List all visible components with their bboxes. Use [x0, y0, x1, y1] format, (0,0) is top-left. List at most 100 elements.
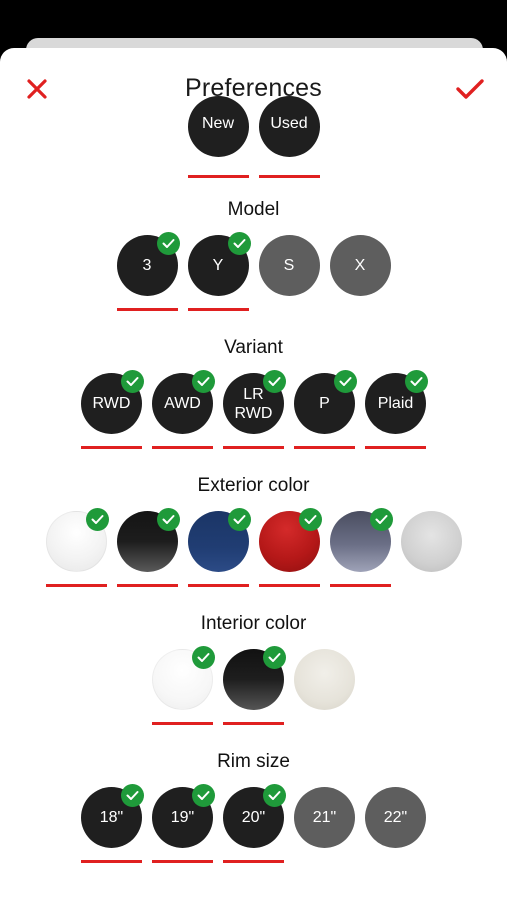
option-label: New [201, 115, 234, 132]
model-option-s[interactable]: S [258, 235, 320, 315]
page-title: Preferences [185, 74, 322, 102]
option-label: RWD [92, 395, 131, 412]
underline-indicator [187, 175, 249, 178]
close-icon [27, 79, 47, 99]
variant-option-lr-rwd[interactable]: LR RWD [223, 370, 286, 453]
option-label: Y [212, 257, 224, 274]
underline-indicator [116, 584, 178, 587]
underline-indicator [152, 722, 213, 725]
condition-option-used[interactable]: Used [258, 96, 320, 182]
selected-check-icon [369, 508, 393, 531]
variant-option-plaid[interactable]: Plaid [365, 370, 428, 453]
selected-check-icon [156, 508, 180, 531]
selected-check-icon [263, 370, 286, 393]
underline-indicator [152, 446, 213, 449]
option-label: P [319, 395, 330, 412]
option-label: Plaid [377, 395, 414, 412]
option-chip: 19" [152, 787, 213, 848]
option-label: AWD [164, 395, 201, 412]
option-label: Used [270, 115, 308, 132]
selected-check-icon [334, 370, 357, 393]
underline-indicator [223, 446, 284, 449]
section-label: Variant [224, 337, 283, 358]
variant-option-rwd[interactable]: RWD [81, 370, 144, 453]
color-swatch [400, 511, 462, 572]
selected-check-icon [192, 370, 215, 393]
exterior-swatch-blue[interactable] [187, 508, 251, 591]
exterior-color-row [0, 508, 507, 591]
option-chip: New [187, 96, 249, 157]
underline-indicator [294, 446, 355, 449]
underline-indicator [329, 584, 391, 587]
underline-indicator [116, 308, 178, 311]
underline-indicator [152, 860, 213, 863]
rim-option-19[interactable]: 19" [152, 784, 215, 867]
selected-check-icon [192, 784, 215, 807]
model-option-3[interactable]: 3 [116, 232, 180, 315]
exterior-swatch-midnight-silver[interactable] [329, 508, 393, 591]
condition-option-new[interactable]: New [187, 96, 249, 182]
selected-check-icon [298, 508, 322, 531]
interior-swatch-black[interactable] [223, 646, 286, 729]
exterior-swatch-white[interactable] [45, 508, 109, 591]
underline-indicator [81, 446, 142, 449]
color-swatch [294, 649, 355, 710]
option-label: 20" [241, 809, 266, 826]
interior-swatch-cream[interactable] [294, 649, 355, 729]
exterior-swatch-silver[interactable] [400, 511, 462, 591]
underline-indicator [187, 308, 249, 311]
underline-indicator [81, 860, 142, 863]
option-label: 18" [99, 809, 124, 826]
rim-option-22[interactable]: 22" [365, 787, 426, 867]
option-chip: Used [258, 96, 320, 157]
selected-check-icon [156, 232, 180, 255]
selected-check-icon [405, 370, 428, 393]
section-label: Interior color [200, 613, 307, 634]
selected-check-icon [121, 370, 144, 393]
preferences-sheet: Preferences New Used Model [0, 48, 507, 900]
selected-check-icon [263, 646, 286, 669]
option-chip: 18" [81, 787, 142, 848]
interior-color-row [0, 646, 507, 729]
rim-option-20[interactable]: 20" [223, 784, 286, 867]
section-label: Exterior color [197, 475, 310, 496]
condition-row: New Used [0, 96, 507, 182]
exterior-swatch-black[interactable] [116, 508, 180, 591]
rim-option-21[interactable]: 21" [294, 787, 355, 867]
underline-indicator [187, 584, 249, 587]
underline-indicator [223, 860, 284, 863]
selected-check-icon [263, 784, 286, 807]
exterior-swatch-red[interactable] [258, 508, 322, 591]
underline-indicator [45, 584, 107, 587]
model-option-x[interactable]: X [329, 235, 391, 315]
selected-check-icon [85, 508, 109, 531]
interior-swatch-white[interactable] [152, 646, 215, 729]
variant-row: RWD AWD LR RWD P [0, 370, 507, 453]
section-label: Rim size [217, 751, 290, 772]
variant-option-awd[interactable]: AWD [152, 370, 215, 453]
selected-check-icon [227, 508, 251, 531]
option-label: 19" [170, 809, 195, 826]
option-label: X [354, 257, 366, 274]
option-chip: X [329, 235, 391, 296]
rim-size-row: 18" 19" 20" 21" 22" [0, 784, 507, 867]
close-button[interactable] [22, 74, 52, 104]
option-chip: 22" [365, 787, 426, 848]
selected-check-icon [192, 646, 215, 669]
underline-indicator [258, 175, 320, 178]
option-chip: S [258, 235, 320, 296]
option-label: LR RWD [234, 385, 273, 422]
confirm-button[interactable] [453, 74, 487, 104]
option-label: 3 [142, 257, 152, 274]
option-label: 21" [312, 809, 337, 826]
selected-check-icon [121, 784, 144, 807]
color-swatch [152, 649, 213, 710]
model-option-y[interactable]: Y [187, 232, 251, 315]
option-label: S [283, 257, 295, 274]
variant-option-p[interactable]: P [294, 370, 357, 453]
underline-indicator [223, 722, 284, 725]
checkmark-icon [456, 79, 484, 99]
rim-option-18[interactable]: 18" [81, 784, 144, 867]
model-row: 3 Y S X [0, 232, 507, 315]
underline-indicator [365, 446, 426, 449]
